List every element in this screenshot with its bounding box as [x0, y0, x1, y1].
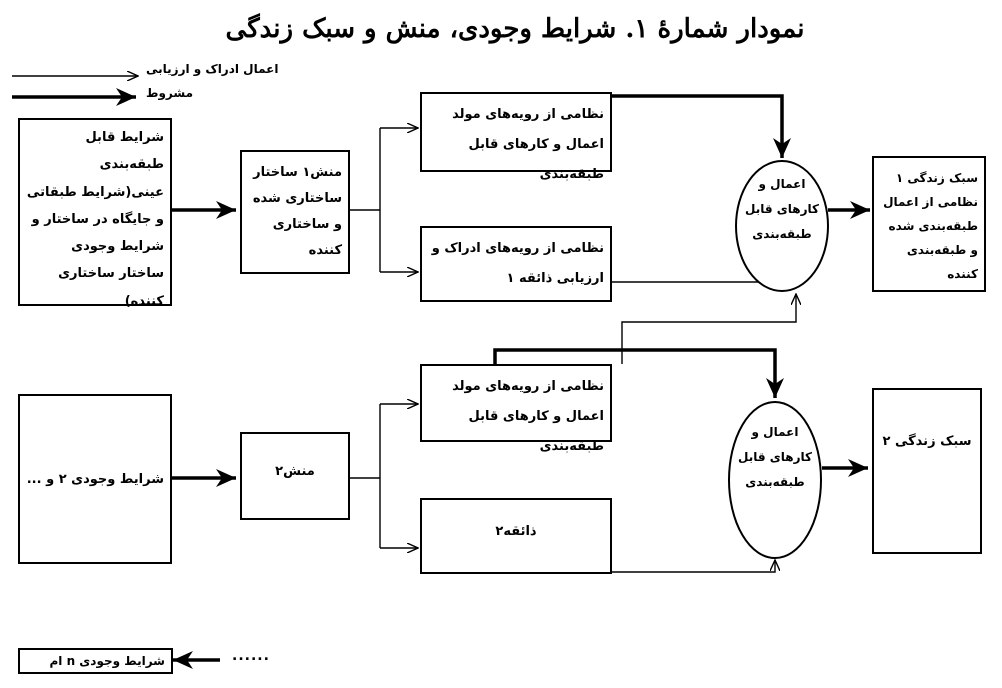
arrow-taste-1-to-practices-1 — [612, 282, 782, 290]
box-taste-2: ذائقه۲ — [420, 498, 612, 574]
box-lifestyle-1: سبک زندگی ۱ نظامی از اعمال طبقه‌بندی شده… — [872, 156, 986, 292]
label-practices-1: اعمال و کارهای قابل طبقه‌بندی — [745, 177, 819, 242]
diagram-title: نمودار شمارهٔ ۱. شرایط وجودی، منش و سبک … — [225, 14, 805, 44]
box-conditions-n: شرایط وجودی n ام — [18, 648, 173, 674]
box-habitus-2: منش۲ — [240, 432, 350, 520]
arrow-taste-2-to-practices-2 — [612, 560, 775, 573]
arrow-generative-2-to-practices-2 — [493, 348, 784, 398]
ellipsis-dots: ...... — [232, 648, 270, 664]
legend-thin-label: اعمال ادراک و ارزیابی — [146, 62, 279, 76]
box-generative-system-1: نظامی از رویه‌های مولد اعمال و کارهای قا… — [420, 92, 612, 182]
box-taste-system-1: نظامی از رویه‌های ادراک و ارزیابی ذائقه … — [420, 226, 612, 302]
legend-thick-label: مشروط — [146, 86, 194, 100]
box-objective-conditions: شرایط قابل طبقه‌بندی عینی(شرایط طبقاتی و… — [18, 118, 172, 309]
box-lifestyle-2: سبک زندگی ۲ — [872, 388, 982, 554]
arrow-lower-habitus-to-practices-1 — [621, 294, 796, 364]
box-generative-system-2: نظامی از رویه‌های مولد اعمال و کارهای قا… — [420, 364, 612, 454]
ellipse-practices-2 — [728, 401, 822, 559]
box-habitus-1: منش۱ ساختار ساختاری شده و ساختاری کننده — [240, 150, 350, 274]
label-practices-2: اعمال و کارهای قابل طبقه‌بندی — [738, 425, 812, 490]
ellipse-practices-1 — [735, 160, 829, 292]
box-conditions-2: شرایط وجودی ۲ و ... — [18, 394, 172, 564]
